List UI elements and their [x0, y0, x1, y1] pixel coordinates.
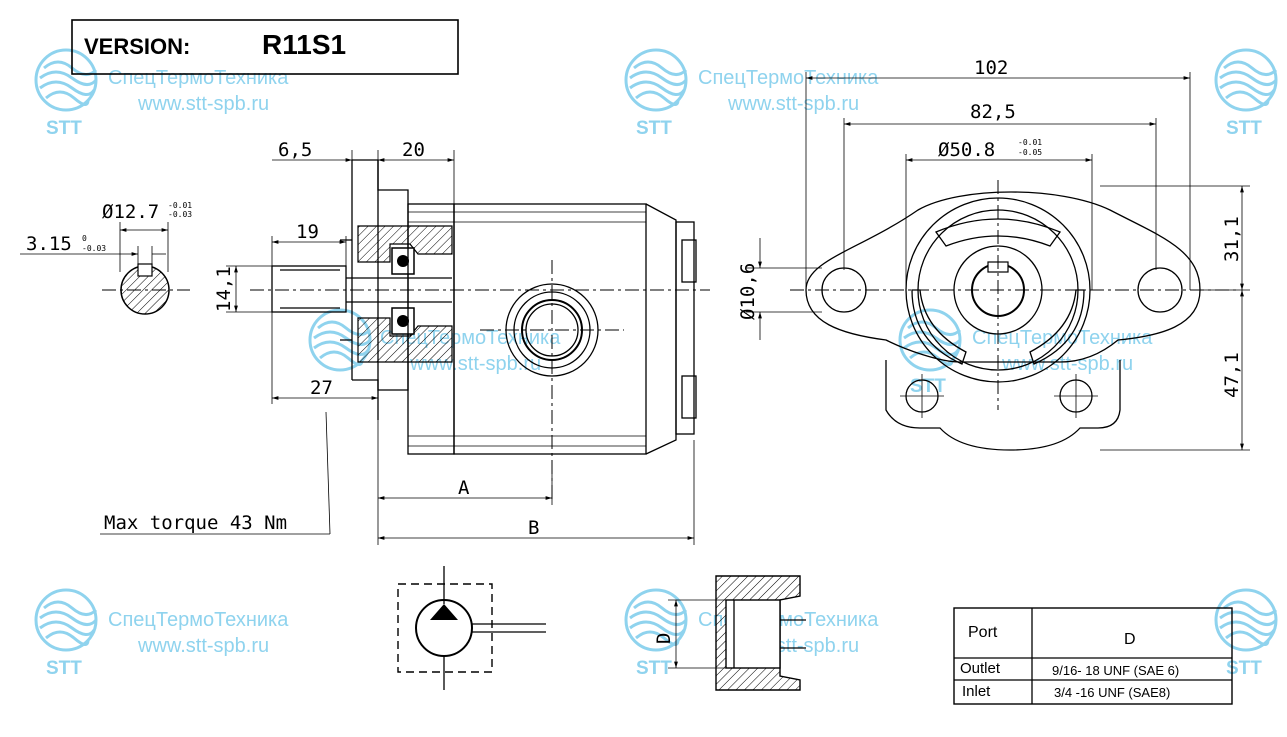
hole-diameter-label: Ø10,6	[737, 263, 759, 320]
key-width-tol-up: 0	[82, 234, 87, 243]
shaft-section-detail: Ø12.7 -0.01 -0.03 3.15 0 -0.03	[20, 201, 192, 315]
dim-20: 20	[402, 139, 425, 161]
port-table: Port D Outlet 9/16- 18 UNF (SAE 6) Inlet…	[953, 607, 1233, 705]
dim-6-5: 6,5	[278, 139, 312, 161]
watermark-logo-text: STT	[1226, 118, 1262, 139]
table-cell-inlet-d: 3/4 -16 UNF (SAE8)	[1054, 685, 1170, 700]
pilot-diameter-label: Ø50.8	[938, 139, 995, 161]
side-view-dimensions: 6,5 20 19 14,1 27 A B Max torque 43 Nm	[100, 139, 695, 545]
watermark-logo-text: STT	[636, 658, 672, 679]
watermark-top-left: STT СпецТермоТехника www.stt-spb.ru	[34, 48, 289, 139]
shaft-diameter-tol-dn: -0.03	[168, 210, 192, 219]
watermark-top-center: STT СпецТермоТехника www.stt-spb.ru	[624, 48, 879, 139]
dim-47-1: 47,1	[1221, 352, 1243, 398]
front-view-dimensions: 102 82,5 Ø50.8 -0.01 -0.05 Ø10,6 31,1 47…	[737, 57, 1250, 451]
watermark-logo-text: STT	[636, 118, 672, 139]
version-box: VERSION: R11S1	[71, 19, 459, 75]
watermark-bottom-right: STT	[1214, 588, 1278, 679]
watermark-logo-text: STT	[46, 658, 82, 679]
dim-A: A	[458, 477, 470, 499]
version-code: R11S1	[262, 29, 346, 60]
hydraulic-pump-symbol	[397, 566, 546, 690]
key-width-label: 3.15	[26, 233, 72, 255]
watermark-url: www.stt-spb.ru	[1001, 353, 1133, 375]
torque-note: Max torque 43 Nm	[104, 512, 287, 534]
watermark-company: СпецТермоТехника	[108, 609, 289, 631]
port-D-label: D	[653, 633, 675, 644]
watermark-url: www.stt-spb.ru	[137, 93, 269, 115]
table-header-d: D	[1124, 631, 1136, 648]
table-header-port: Port	[968, 624, 998, 641]
watermark-logo-text: STT	[910, 376, 946, 397]
watermark-url: www.stt-spb.ru	[727, 93, 859, 115]
dim-B: B	[528, 517, 539, 539]
dim-82-5: 82,5	[970, 101, 1016, 123]
table-cell-outlet: Outlet	[960, 660, 1001, 677]
key-width-tol-dn: -0.03	[82, 244, 106, 253]
watermark-company: СпецТермоТехника	[108, 67, 289, 89]
pilot-diameter-tol-dn: -0.05	[1018, 148, 1042, 157]
watermark-url: www.stt-spb.ru	[137, 635, 269, 657]
dim-31-1: 31,1	[1221, 216, 1243, 262]
table-cell-inlet: Inlet	[962, 683, 991, 700]
dim-102: 102	[974, 57, 1008, 79]
version-label: VERSION:	[84, 34, 190, 59]
watermark-top-right: STT	[1214, 48, 1278, 139]
dim-14-1: 14,1	[213, 266, 235, 312]
watermark-company: СпецТермоТехника	[698, 67, 879, 89]
pump-front-view	[790, 180, 1236, 451]
watermark-bottom-left: STT СпецТермоТехника www.stt-spb.ru	[34, 588, 289, 679]
pilot-diameter-tol-up: -0.01	[1018, 138, 1042, 147]
port-section-detail: D	[653, 575, 806, 691]
table-cell-outlet-d: 9/16- 18 UNF (SAE 6)	[1052, 663, 1179, 678]
shaft-diameter-tol-up: -0.01	[168, 201, 192, 210]
pump-side-view	[250, 159, 710, 500]
watermark-logo-text: STT	[1226, 658, 1262, 679]
dim-19: 19	[296, 221, 319, 243]
watermark-logo-text: STT	[46, 118, 82, 139]
dim-27: 27	[310, 377, 333, 399]
shaft-diameter-label: Ø12.7	[102, 201, 159, 223]
